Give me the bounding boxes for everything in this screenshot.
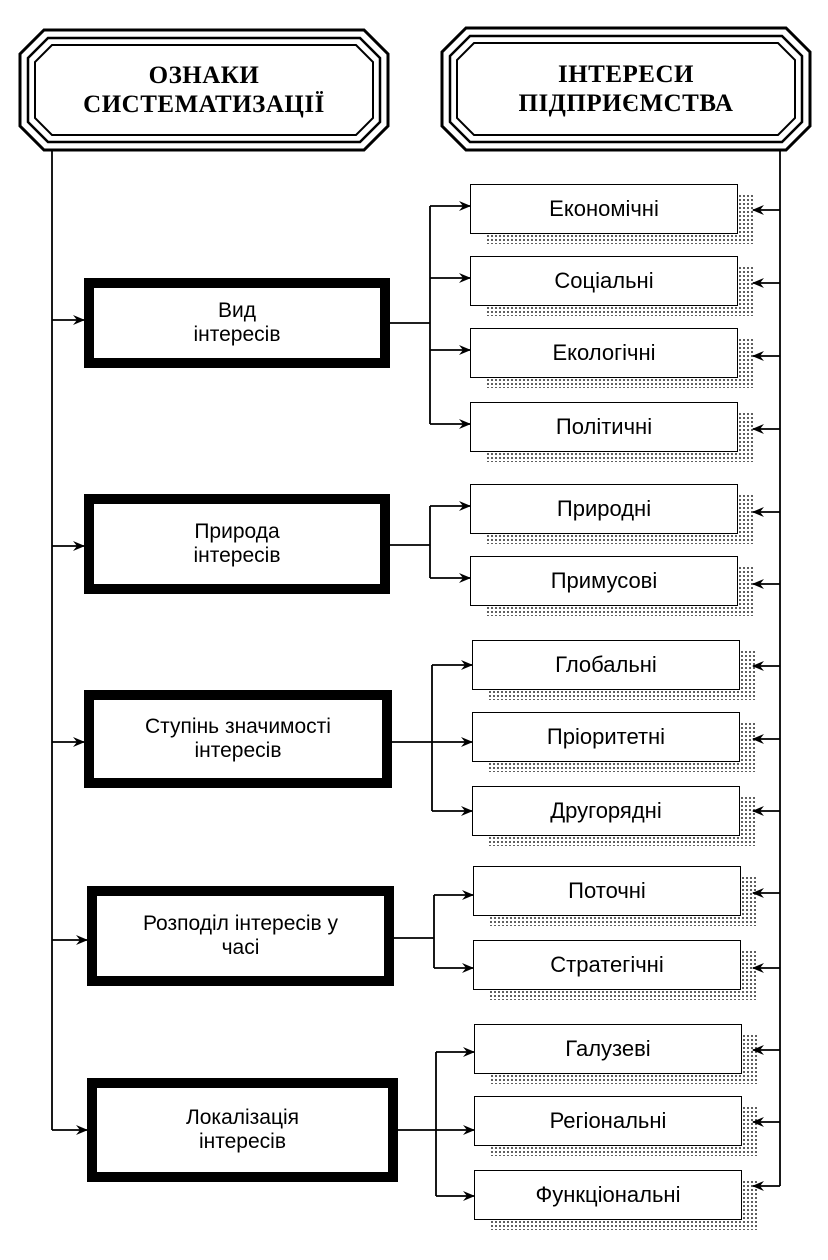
- item-label: Економічні: [470, 184, 738, 234]
- category-label-line1: Локалізація: [185, 1106, 300, 1129]
- item-box: Функціональні: [474, 1170, 758, 1230]
- item-box: Стратегічні: [473, 940, 757, 1000]
- branch-group-1: [390, 206, 431, 424]
- item-box: Політичні: [470, 402, 754, 462]
- category-box: Розподіл інтересів у часі: [87, 886, 394, 986]
- item-label: Пріоритетні: [472, 712, 740, 762]
- category-label-line2: інтересів: [193, 323, 281, 346]
- header-right-line1: ІНТЕРЕСИ: [558, 61, 694, 88]
- item-label: Екологічні: [470, 328, 738, 378]
- item-label: Функціональні: [474, 1170, 742, 1220]
- header-right: ІНТЕРЕСИ ПІДПРИЄМСТВА: [440, 26, 812, 152]
- item-label: Природні: [470, 484, 738, 534]
- category-label-line1: Природа: [194, 520, 280, 543]
- category-box: Ступінь значимості інтересів: [84, 690, 392, 788]
- item-label: Другорядні: [472, 786, 740, 836]
- item-box: Екологічні: [470, 328, 754, 388]
- item-box: Галузеві: [474, 1024, 758, 1084]
- item-label: Політичні: [470, 402, 738, 452]
- item-box: Другорядні: [472, 786, 756, 846]
- category-label-line2: часі: [221, 936, 260, 959]
- item-box: Глобальні: [472, 640, 756, 700]
- category-label-line1: Ступінь значимості: [145, 715, 331, 738]
- header-right-line2: ПІДПРИЄМСТВА: [518, 90, 734, 117]
- item-box: Регіональні: [474, 1096, 758, 1156]
- item-box: Пріоритетні: [472, 712, 756, 772]
- category-box: Локалізація інтересів: [87, 1078, 398, 1182]
- item-label: Галузеві: [474, 1024, 742, 1074]
- item-label: Стратегічні: [473, 940, 741, 990]
- branch-group-2: [390, 506, 431, 578]
- branch-group-3: [392, 665, 433, 811]
- category-label-line2: інтересів: [194, 739, 282, 762]
- item-box: Економічні: [470, 184, 754, 244]
- item-box: Природні: [470, 484, 754, 544]
- item-label: Соціальні: [470, 256, 738, 306]
- header-left: ОЗНАКИ СИСТЕМАТИЗАЦІЇ: [18, 28, 390, 152]
- item-box: Соціальні: [470, 256, 754, 316]
- item-box: Поточні: [473, 866, 757, 926]
- category-box: Природа інтересів: [84, 494, 390, 594]
- branch-group-5: [398, 1052, 437, 1196]
- category-label-line1: Вид: [218, 299, 256, 322]
- item-label: Примусові: [470, 556, 738, 606]
- category-label-line1: Розподіл інтересів у: [142, 912, 339, 935]
- category-label-line2: інтересів: [198, 1130, 286, 1153]
- item-label: Регіональні: [474, 1096, 742, 1146]
- header-left-line2: СИСТЕМАТИЗАЦІЇ: [83, 91, 325, 118]
- item-label: Глобальні: [472, 640, 740, 690]
- branch-group-4: [394, 895, 435, 968]
- item-label: Поточні: [473, 866, 741, 916]
- header-left-line1: ОЗНАКИ: [148, 62, 260, 89]
- category-box: Вид інтересів: [84, 278, 390, 368]
- category-label-line2: інтересів: [193, 544, 281, 567]
- item-box: Примусові: [470, 556, 754, 616]
